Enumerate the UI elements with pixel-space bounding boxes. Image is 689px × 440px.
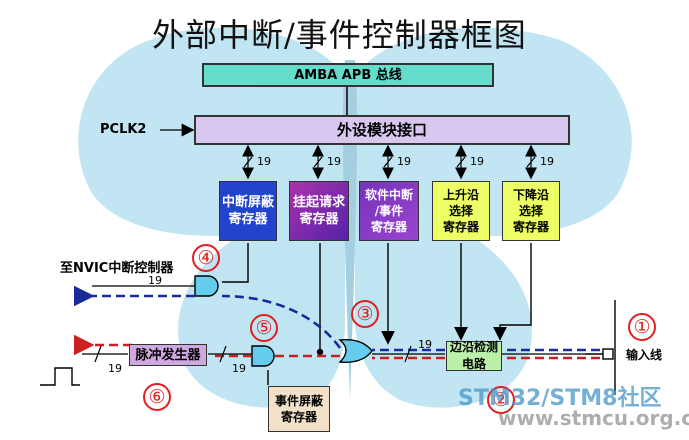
diagram-title: 外部中断/事件控制器框图 xyxy=(152,16,527,54)
swier-line2: /事件 xyxy=(374,204,404,218)
pending-register: 挂起请求 寄存器 xyxy=(289,181,349,241)
imr-line2: 寄存器 xyxy=(228,212,268,227)
event-mask-register: 事件屏蔽 寄存器 xyxy=(268,386,330,432)
edge-detect-label: 边沿检测电路 xyxy=(449,340,498,371)
pulse-generator: 脉冲发生器 xyxy=(129,344,207,366)
bus-label: AMBA APB 总线 xyxy=(294,67,402,83)
rtsr-line2: 选择 xyxy=(448,204,473,218)
bus-width-label: 19 xyxy=(108,362,122,375)
peripheral-interface: 外设模块接口 xyxy=(194,115,570,145)
rtsr-line3: 寄存器 xyxy=(442,220,479,234)
marker-2: ② xyxy=(487,386,515,414)
emr-line1: 事件屏蔽 xyxy=(274,394,323,408)
bus-width-label: 19 xyxy=(257,155,271,168)
marker-1: ① xyxy=(628,313,656,341)
bus-width-label: 19 xyxy=(470,155,484,168)
interrupt-mask-register: 中断屏蔽 寄存器 xyxy=(219,181,277,241)
ftsr-line1: 下降沿 xyxy=(512,188,549,202)
register-bus-arrows xyxy=(242,144,537,180)
input-line-label: 输入线 xyxy=(626,348,663,362)
bus-width-label: 19 xyxy=(232,362,246,375)
logic-gates xyxy=(194,275,373,367)
swier-line3: 寄存器 xyxy=(370,220,407,234)
signal-wires xyxy=(82,285,585,363)
marker-3: ③ xyxy=(351,300,379,328)
pulse-gen-label: 脉冲发生器 xyxy=(135,347,201,363)
control-wiring xyxy=(40,243,616,395)
nvic-label: 至NVIC中断控制器 xyxy=(60,261,174,276)
bus-width-label: 19 xyxy=(397,155,411,168)
bus-width-label: 19 xyxy=(148,274,162,287)
bus-width-label: 19 xyxy=(327,155,341,168)
bus-width-label: 19 xyxy=(418,338,432,351)
interface-label: 外设模块接口 xyxy=(336,120,427,139)
rtsr-line1: 上升沿 xyxy=(442,188,479,202)
ftsr-line3: 寄存器 xyxy=(512,220,549,234)
pr-line1: 挂起请求 xyxy=(292,195,345,210)
amba-apb-bus: AMBA APB 总线 xyxy=(202,63,494,87)
and-gate-event xyxy=(251,345,275,367)
swier-line1: 软件中断 xyxy=(364,188,413,202)
interrupt-path xyxy=(73,285,600,352)
watermark-line2: www.stmcu.org.cn xyxy=(498,406,689,430)
imr-line1: 中断屏蔽 xyxy=(221,195,274,210)
ftsr-line2: 选择 xyxy=(518,204,543,218)
or-gate xyxy=(338,339,373,363)
pr-line2: 寄存器 xyxy=(299,212,339,227)
event-path xyxy=(73,334,600,360)
emr-line2: 寄存器 xyxy=(280,410,317,424)
and-gate-interrupt xyxy=(194,275,219,297)
bus-connector xyxy=(346,87,348,115)
edge-detection-circuit: 边沿检测电路 xyxy=(446,340,502,371)
marker-5: ⑤ xyxy=(250,314,278,342)
marker-4: ④ xyxy=(192,244,220,272)
pclk-label: PCLK2 xyxy=(100,122,147,137)
software-interrupt-register: 软件中断 /事件 寄存器 xyxy=(359,181,419,241)
falling-trigger-register: 下降沿 选择 寄存器 xyxy=(502,181,560,241)
bus-width-label: 19 xyxy=(540,155,554,168)
watermark-line1: STM32/STM8社区 xyxy=(458,386,662,411)
marker-6: ⑥ xyxy=(143,383,171,411)
rising-trigger-register: 上升沿 选择 寄存器 xyxy=(432,181,490,241)
